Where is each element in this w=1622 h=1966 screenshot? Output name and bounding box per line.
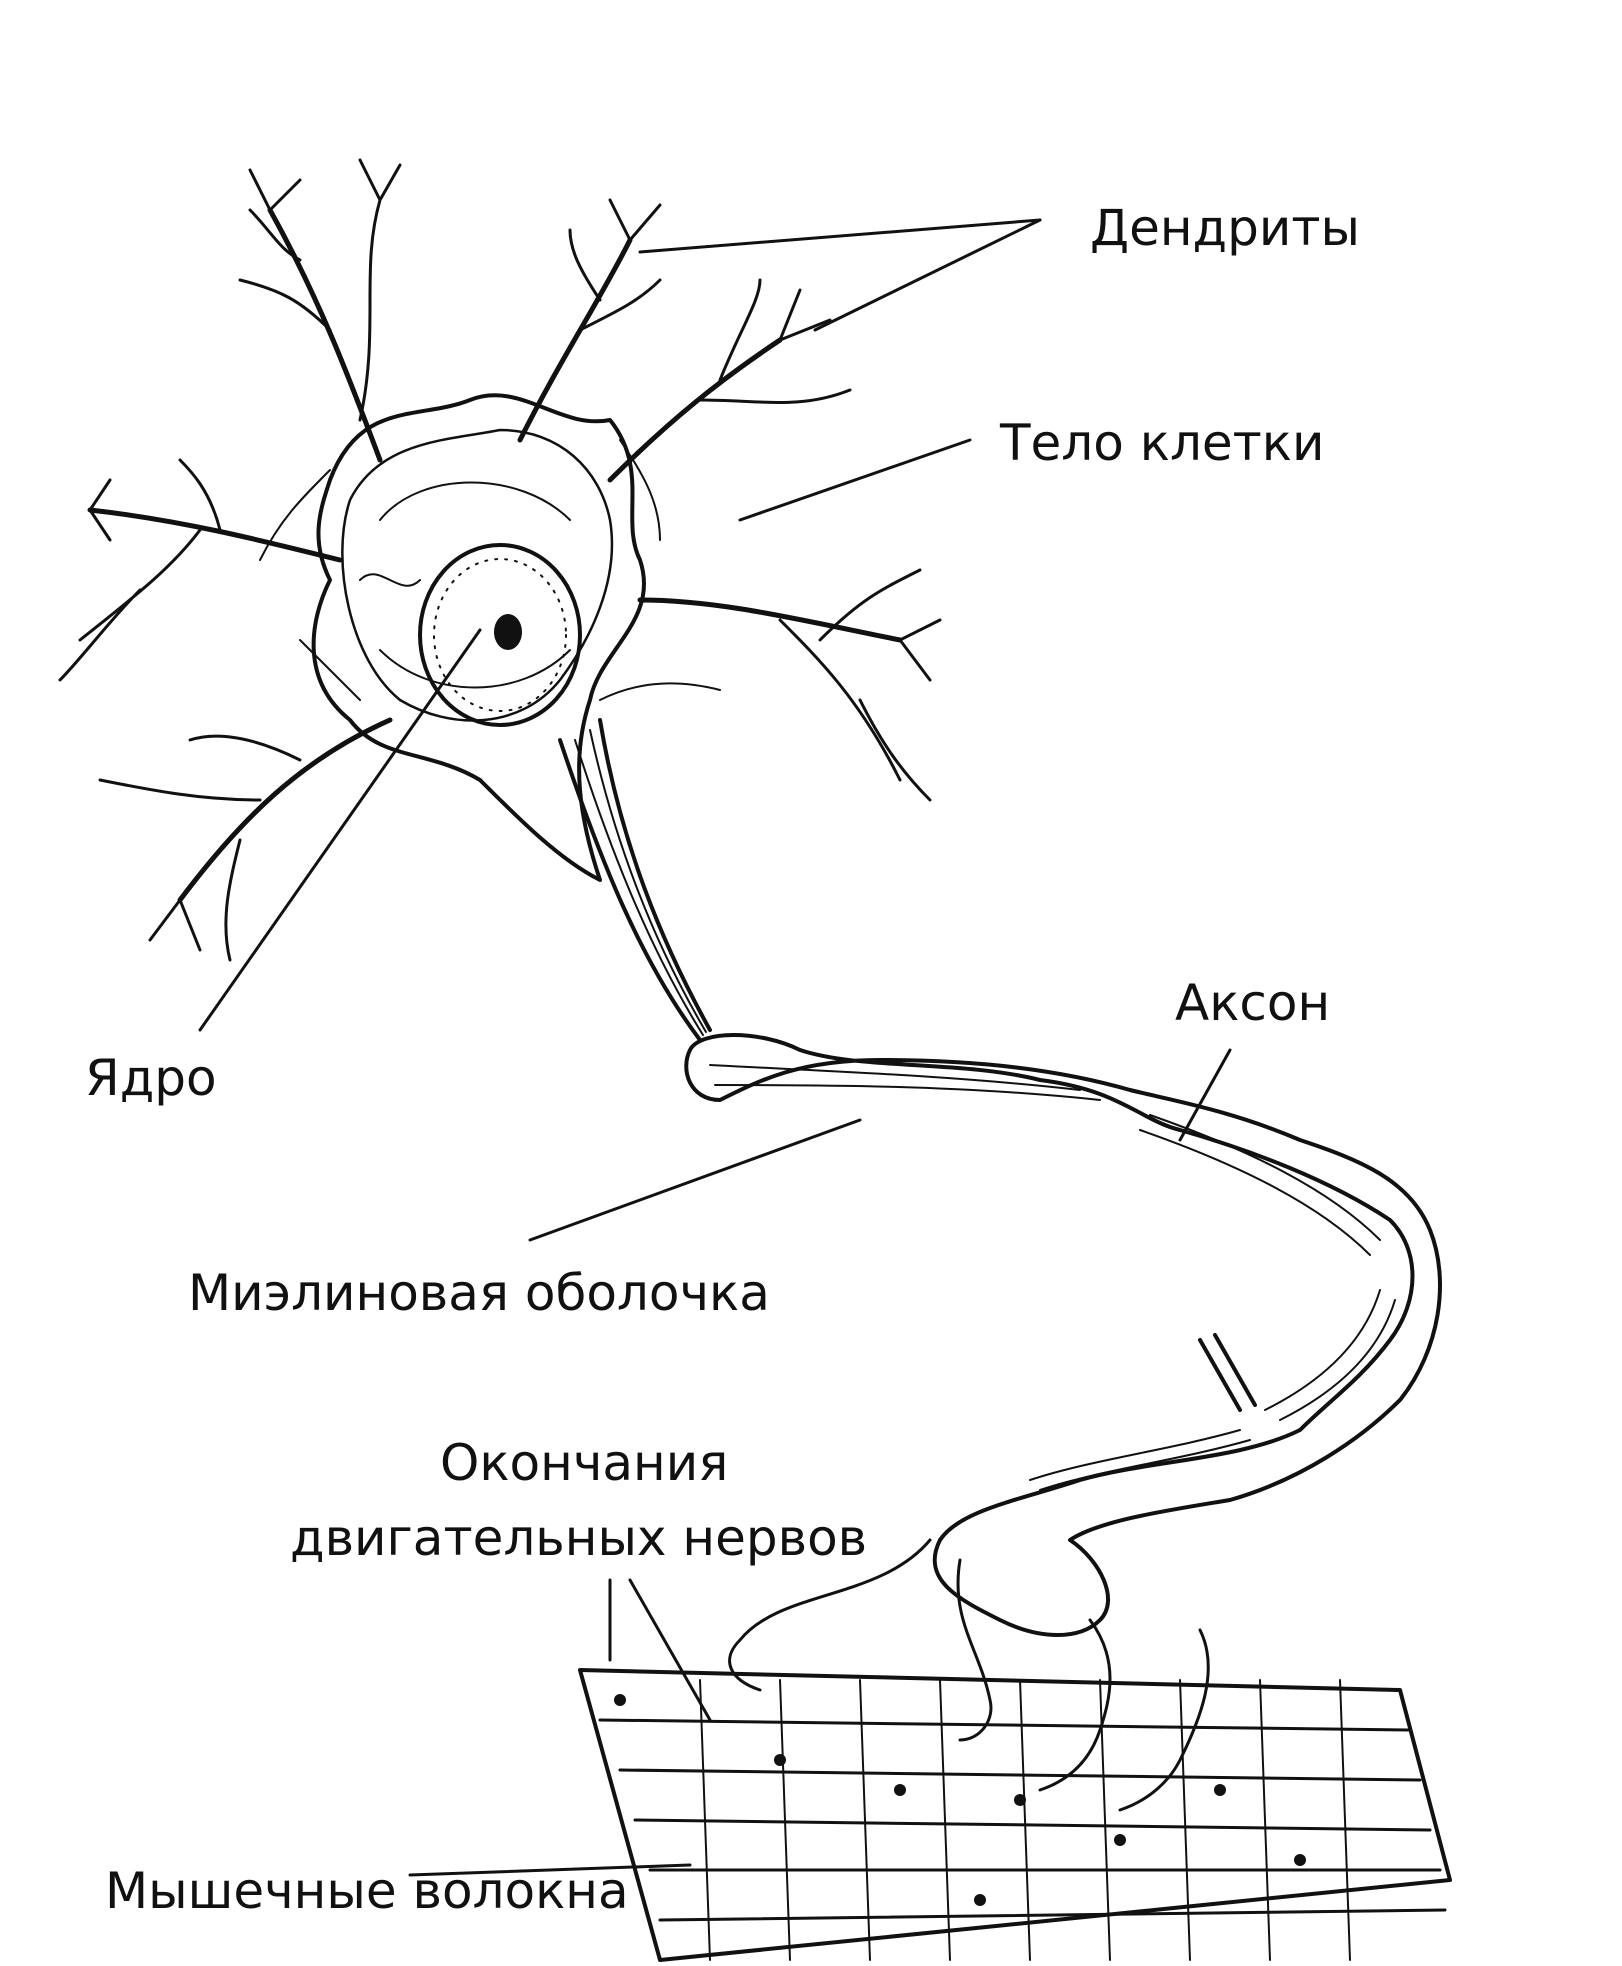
- dendrites: [58, 158, 942, 962]
- leader-lines: [198, 218, 1232, 1877]
- label-dendrites: Дендриты: [1090, 199, 1360, 257]
- myelin-sheath: [684, 1033, 1442, 1637]
- label-nucleus: Ядро: [85, 1049, 217, 1107]
- label-axon: Аксон: [1175, 974, 1330, 1032]
- label-myelin-sheath: Миэлиновая оболочка: [188, 1264, 770, 1322]
- cell-body: [311, 393, 647, 882]
- label-cell-body: Тело клетки: [999, 414, 1325, 472]
- label-motor-endings-line2: двигательных нервов: [290, 1509, 867, 1567]
- label-muscle-fibers: Мышечные волокна: [105, 1862, 629, 1920]
- label-motor-endings-line1: Окончания: [440, 1434, 728, 1492]
- muscle-fibers: [578, 1668, 1452, 1962]
- axon: [558, 718, 712, 1042]
- nucleus: [418, 543, 582, 727]
